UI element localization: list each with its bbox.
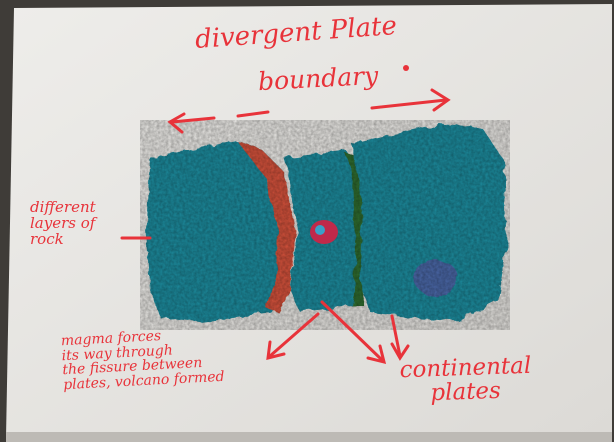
magma-label: magma forces its way through the fissure… — [61, 326, 225, 393]
continental-label: continental plates — [399, 354, 532, 407]
title-line-2: boundary — [257, 63, 378, 96]
layers-line: rock — [30, 232, 96, 248]
layers-label: different layers of rock — [30, 200, 96, 247]
